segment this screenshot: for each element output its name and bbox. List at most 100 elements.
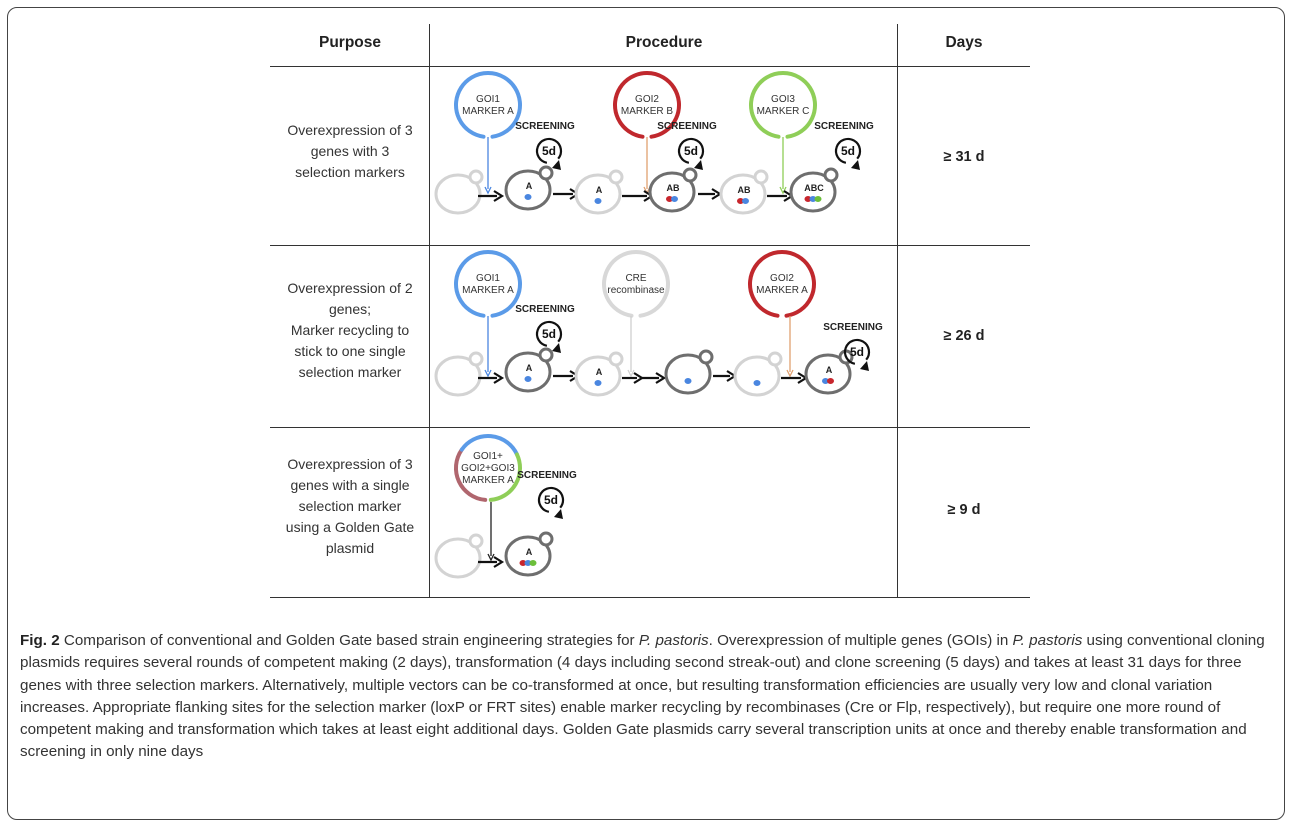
marker-dot [684,378,692,384]
yeast-cell [434,537,482,579]
purpose-cell: Overexpression of 3 genes with a single … [270,454,430,559]
cell-marker-label: ABC [804,183,824,193]
plasmid-label: GOI2 [635,94,659,105]
yeast-bud [608,169,624,185]
yeast-cell [719,173,767,215]
plasmid-ring [749,71,817,139]
arrow-head [493,556,505,568]
marker-dot [827,378,834,384]
plasmid-label: GOI3 [771,94,795,105]
plasmid-label: MARKER A [462,475,514,486]
marker-dot [519,560,527,566]
figure-label: Fig. 2 [20,632,60,649]
plasmid-label: GOI1 [476,273,500,284]
caption-text: Comparison of conventional and Golden Ga… [59,632,639,649]
purpose-line: selection marker [298,364,402,380]
yeast-bud [538,165,554,181]
caption-text: using conventional cloning plasmids requ… [20,632,1265,761]
screening-label: SCREENING [517,470,577,481]
screening-days: 5d [544,493,558,507]
column-divider [429,24,430,598]
cell-marker-label: AB [738,185,751,195]
yeast-cell [574,173,622,215]
marker-dot [804,196,812,202]
figure-frame [7,7,1285,820]
marker-dot [671,196,678,202]
cell-marker-label: A [826,365,833,375]
yeast-cell [789,171,837,213]
yeast-cell [733,355,781,397]
marker-dot [524,376,532,382]
purpose-line: genes; [328,301,372,317]
screening-cycle [535,137,563,164]
transformation-arrowhead [487,553,495,562]
marker-dot [809,196,817,202]
screening-days: 5d [542,144,556,158]
days-cell: ≥ 31 d [943,149,985,165]
marker-dot [814,196,822,202]
plasmid-label: MARKER C [757,106,810,117]
cell-marker-label: A [526,363,533,373]
marker-dot [594,380,602,386]
cell-marker-label: A [596,367,603,377]
plasmid-label: GOI2 [770,273,794,284]
row-divider [270,427,1030,428]
purpose-line: selection markers [295,164,405,180]
plasmid-ring [748,250,816,318]
purpose-line: genes with a single [290,477,410,493]
plasmid-label: CRE [625,273,646,284]
arrow-head [493,190,505,202]
yeast-bud [767,351,783,367]
yeast-bud [538,531,554,547]
screening-days: 5d [850,345,864,359]
yeast-bud [823,167,839,183]
days-cell: ≥ 9 d [947,502,981,518]
yeast-cell [504,169,552,211]
screening-label: SCREENING [814,121,874,132]
plasmid-ring [488,452,522,502]
purpose-line: Marker recycling to [290,322,410,338]
plasmid-label: recombinase [607,285,665,296]
arrow-head [655,372,667,384]
plasmid-label: MARKER A [462,285,514,296]
purpose-line: Overexpression of 2 [287,280,413,296]
yeast-bud [608,351,624,367]
plasmid-label: MARKER A [462,106,514,117]
yeast-cell [504,351,552,393]
marker-dot [666,196,673,202]
marker-dot [524,560,532,566]
screening-label: SCREENING [515,304,575,315]
screening-days: 5d [841,144,855,158]
header-days: Days [945,34,983,51]
screening-cycle [537,486,565,513]
plasmid-ring [613,71,681,139]
yeast-bud [468,533,484,549]
screening-arrowhead [860,361,869,371]
header-rule [270,66,1030,67]
plasmid-label: MARKER A [756,285,808,296]
plasmid-ring [459,434,519,457]
purpose-line: genes with 3 [310,143,390,159]
yeast-cell [648,171,696,213]
screening-arrowhead [552,343,561,353]
marker-dot [529,560,537,566]
marker-dot [737,198,744,204]
screening-label: SCREENING [657,121,717,132]
marker-dot [822,378,829,384]
transformation-arrowhead [627,369,635,378]
cell-marker-label: A [596,185,603,195]
cell-marker-label: A [526,181,533,191]
caption-text: . Overexpression of multiple genes (GOIs… [708,632,1013,649]
purpose-line: using a Golden Gate [285,519,415,535]
cell-marker-label: A [526,547,533,557]
yeast-bud [538,347,554,363]
screening-days: 5d [684,144,698,158]
yeast-bud [468,351,484,367]
screening-label: SCREENING [515,121,575,132]
screening-arrowhead [554,509,563,519]
yeast-bud [698,349,714,365]
screening-cycle [535,320,563,347]
plasmid-ring [602,250,670,318]
screening-cycle [677,137,705,164]
